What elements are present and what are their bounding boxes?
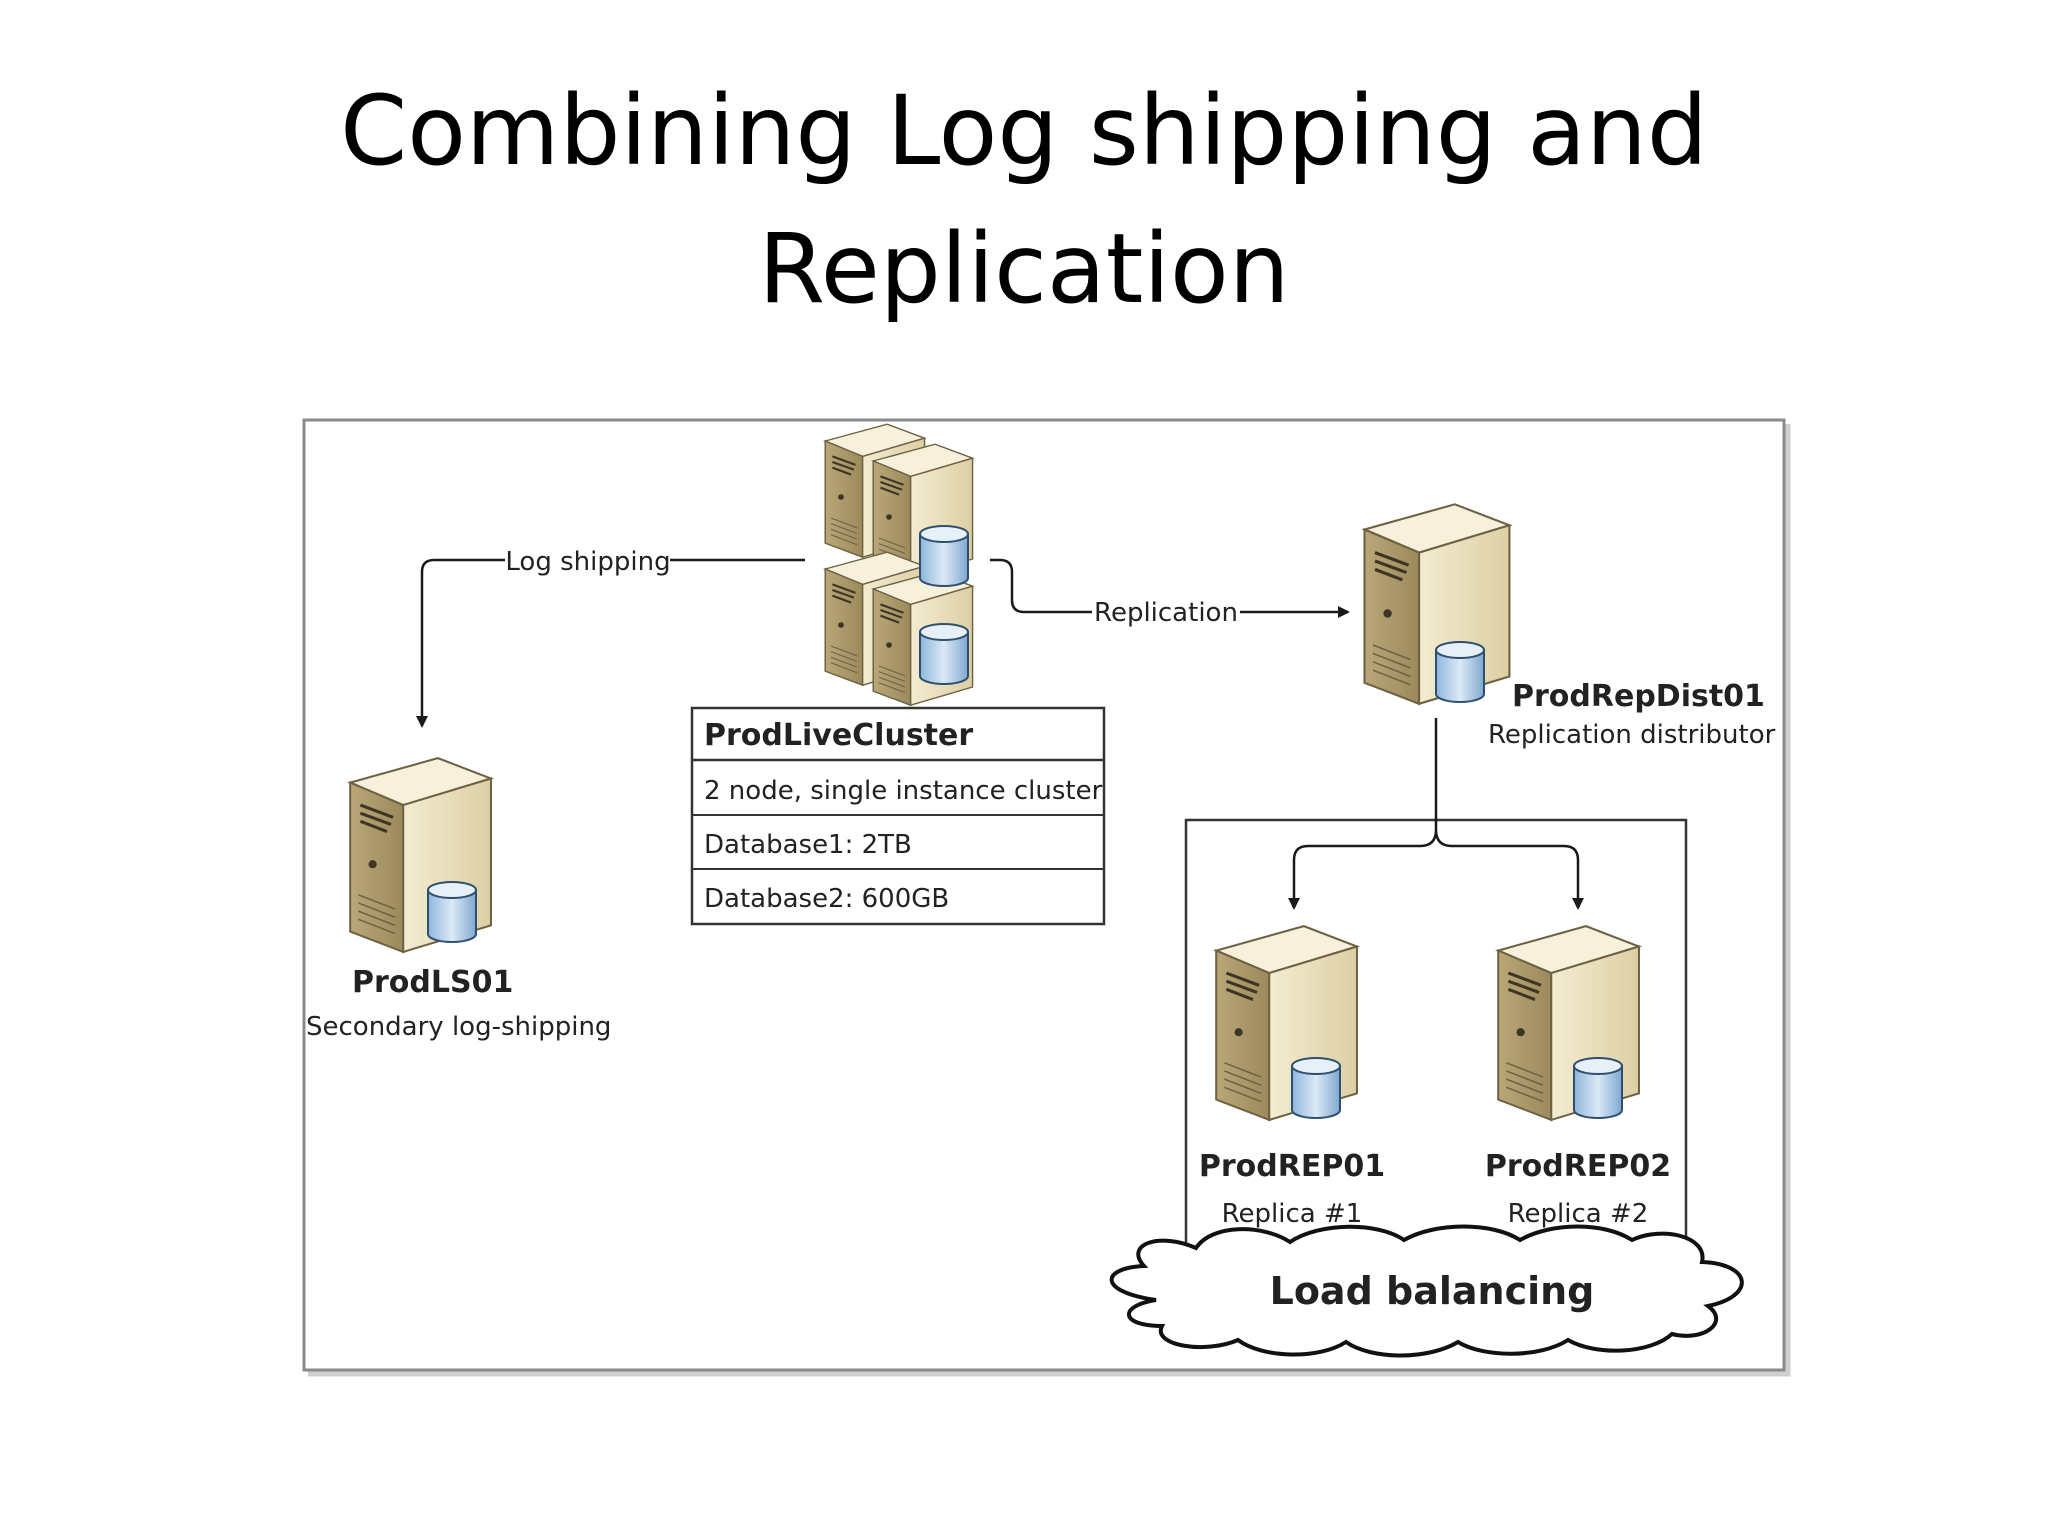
prod-rep-dist-database-icon [1435, 641, 1485, 703]
prod-live-cluster-table [690, 706, 1106, 926]
log-shipping-label: Log shipping [505, 547, 670, 577]
prod-rep02-name: ProdREP02 [1485, 1149, 1671, 1184]
prod-rep-dist-role: Replication distributor [1488, 720, 1776, 750]
prod-rep01-database-icon [1291, 1057, 1341, 1119]
prod-rep-dist-name: ProdRepDist01 [1512, 679, 1765, 714]
prod-ls-name: ProdLS01 [352, 965, 513, 1000]
slide-title: Combining Log shipping and Replication [0, 62, 2048, 338]
slide-title-line-1: Combining Log shipping and [340, 75, 1708, 187]
prod-live-cluster-row-3: Database2: 600GB [704, 884, 949, 914]
load-balancing-cloud [1109, 1224, 1744, 1358]
slide-title-line-2: Replication [758, 213, 1290, 325]
prod-live-cluster-database-icon-1 [919, 525, 969, 587]
log-shipping-arrow [422, 558, 805, 726]
load-balancing-label: Load balancing [1270, 1269, 1595, 1313]
prod-rep01-role: Replica #1 [1222, 1199, 1363, 1229]
prod-rep02-database-icon [1573, 1057, 1623, 1119]
prod-live-cluster-name: ProdLiveCluster [704, 718, 973, 753]
distributor-to-replicas-connector [1292, 718, 1580, 906]
prod-rep02-role: Replica #2 [1508, 1199, 1649, 1229]
prod-ls-role: Secondary log-shipping [306, 1012, 611, 1042]
replication-arrow [990, 558, 1348, 612]
prod-live-cluster-database-icon-2 [919, 623, 969, 685]
prod-rep01-name: ProdREP01 [1199, 1149, 1385, 1184]
prod-live-cluster-row-2: Database1: 2TB [704, 830, 912, 860]
prod-ls-database-icon [427, 881, 477, 943]
replication-label: Replication [1094, 598, 1238, 628]
prod-live-cluster-row-1: 2 node, single instance cluster [704, 776, 1103, 806]
